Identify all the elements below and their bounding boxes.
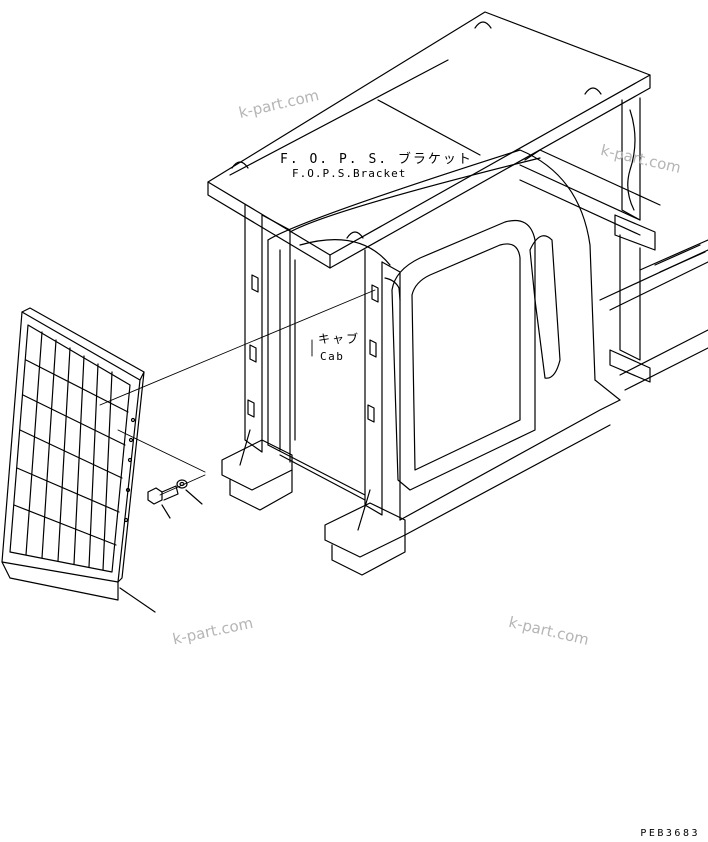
assembly-lines bbox=[99, 289, 376, 496]
fops-bracket bbox=[207, 11, 661, 383]
cab-label-en: Cab bbox=[320, 350, 345, 363]
bolt bbox=[147, 485, 179, 519]
drawing-code: PEB3683 bbox=[640, 828, 700, 839]
washer bbox=[176, 479, 203, 505]
front-right-post bbox=[324, 249, 406, 576]
cab-label-jp: キャブ bbox=[318, 332, 361, 346]
fops-bracket-label-jp: F. O. P. S. ブラケット bbox=[280, 152, 473, 167]
front-guard bbox=[1, 307, 156, 613]
front-left-post bbox=[221, 204, 293, 511]
fops-bracket-label-en: F.O.P.S.Bracket bbox=[292, 167, 407, 180]
cab bbox=[267, 149, 621, 536]
chassis-rail bbox=[594, 239, 708, 401]
